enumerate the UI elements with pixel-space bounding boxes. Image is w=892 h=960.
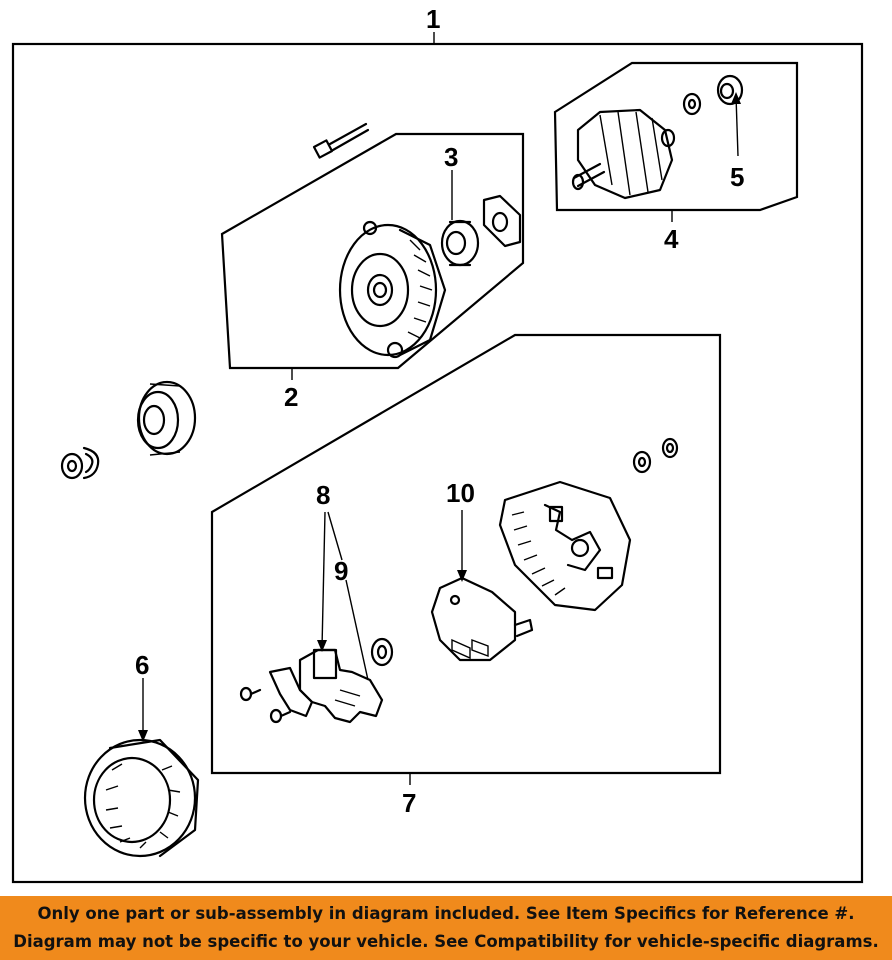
front-housing bbox=[338, 220, 447, 359]
brush-holder bbox=[268, 648, 384, 724]
brush-seal bbox=[370, 637, 394, 667]
arrow-5 bbox=[731, 92, 741, 104]
callout-4: 4 bbox=[664, 224, 679, 254]
callout-1: 1 bbox=[426, 4, 440, 34]
disclaimer-banner: Only one part or sub-assembly in diagram… bbox=[0, 896, 892, 960]
disclaimer-line-1: Only one part or sub-assembly in diagram… bbox=[37, 904, 855, 923]
rear-housing bbox=[498, 480, 632, 612]
callout-2: 2 bbox=[284, 382, 298, 412]
stator bbox=[83, 738, 200, 858]
rear-bearing-ring-inner bbox=[687, 98, 697, 110]
callout-5: 5 bbox=[730, 162, 744, 192]
leader-9 bbox=[345, 579, 369, 681]
callout-6: 6 bbox=[135, 650, 149, 680]
arrow-10 bbox=[457, 570, 467, 582]
rotor-ring bbox=[682, 92, 702, 116]
callout-3: 3 bbox=[444, 142, 458, 172]
rear-bearing bbox=[716, 74, 744, 106]
callout-10: 10 bbox=[446, 478, 475, 508]
assembly-frame bbox=[11, 42, 864, 884]
disclaimer-line-2: Diagram may not be specific to your vehi… bbox=[13, 932, 879, 951]
through-bolt bbox=[312, 122, 370, 159]
leader-8a bbox=[321, 511, 326, 649]
terminal-nuts bbox=[632, 437, 679, 474]
subassembly-box-2 bbox=[220, 132, 525, 370]
brush-screws bbox=[239, 686, 292, 724]
pulley bbox=[136, 380, 197, 456]
leader-5 bbox=[735, 95, 739, 157]
callout-8: 8 bbox=[316, 480, 330, 510]
callout-7: 7 bbox=[402, 788, 416, 818]
subassembly-box-7 bbox=[210, 333, 722, 775]
leader-8b bbox=[327, 511, 343, 561]
subassembly-box-4 bbox=[553, 61, 799, 212]
pulley-nut-washer bbox=[60, 446, 100, 480]
arrow-8 bbox=[317, 640, 327, 652]
arrow-6 bbox=[138, 730, 148, 742]
regulator bbox=[430, 576, 534, 662]
bearing-retainer bbox=[482, 194, 522, 248]
callout-9: 9 bbox=[334, 556, 348, 586]
rotor bbox=[571, 108, 676, 200]
alternator-exploded-diagram: 1 2 3 bbox=[11, 4, 864, 884]
front-bearing bbox=[440, 219, 480, 267]
